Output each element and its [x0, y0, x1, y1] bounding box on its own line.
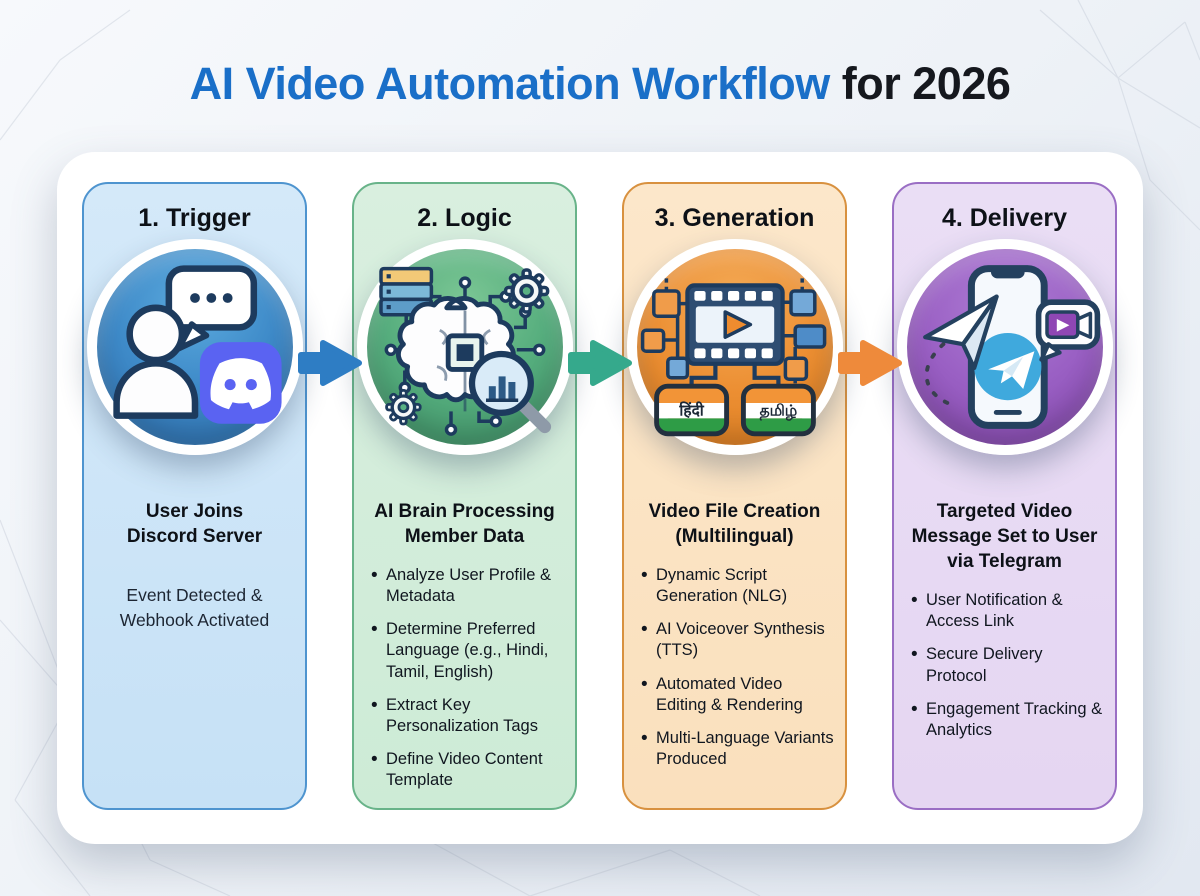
bullet-item: Multi-Language Variants Produced	[641, 727, 837, 770]
page-title-main: AI Video Automation Workflow	[189, 58, 831, 109]
telegram-icon	[973, 333, 1041, 401]
generation-circle-badge: हिंदी தமிழ்	[626, 239, 843, 455]
dashed-trail	[924, 342, 957, 408]
telegram-video-delivery-icon	[922, 265, 1100, 429]
flag-connectors	[689, 363, 780, 387]
bullet-item: Automated Video Editing & Rendering	[641, 673, 837, 716]
delivery-icon-stage	[894, 233, 1115, 487]
magnifier-chart-icon	[468, 350, 551, 434]
column-generation-header: 3. Generation	[654, 204, 815, 232]
user-icon	[112, 304, 198, 419]
hindi-flag-label: हिंदी	[678, 401, 704, 420]
flow-nodes-left-icon	[640, 278, 690, 380]
bullet-item: AI Voiceover Synthesis (TTS)	[641, 618, 837, 661]
bullet-item: Define Video Content Template	[371, 748, 567, 791]
delivery-bullet-list: User Notification & Access Link Secure D…	[894, 589, 1107, 741]
arrow-trigger-to-logic	[297, 334, 363, 392]
logic-subtitle: AI Brain Processing Member Data	[374, 501, 555, 548]
bullet-item: Extract Key Personalization Tags	[371, 694, 567, 737]
column-trigger: 1. Trigger	[82, 182, 307, 810]
column-logic-header: 2. Logic	[417, 204, 512, 232]
film-strip-icon	[684, 283, 785, 366]
tamil-flag-label: தமிழ்	[759, 403, 797, 421]
ai-brain-processing-icon	[378, 266, 551, 436]
column-delivery-header: 4. Delivery	[941, 204, 1068, 232]
arrow-logic-to-generation	[567, 334, 633, 392]
trigger-icon-stage	[84, 233, 305, 487]
generation-icon-stage: हिंदी தமிழ்	[624, 233, 845, 487]
flow-nodes-right-icon	[779, 278, 826, 392]
workflow-card: 1. Trigger	[57, 152, 1143, 844]
trigger-description: Event Detected & Webhook Activated	[119, 585, 270, 630]
tamil-flag-card-icon: தமிழ்	[740, 383, 816, 437]
page-title-suffix: for 2026	[829, 58, 1011, 109]
column-trigger-header: 1. Trigger	[138, 204, 251, 232]
play-icon	[722, 310, 752, 339]
column-generation: 3. Generation	[622, 182, 847, 810]
paper-plane-icon	[922, 294, 999, 371]
column-delivery: 4. Delivery	[892, 182, 1117, 810]
gear-icon	[503, 268, 549, 314]
column-logic: 2. Logic	[352, 182, 577, 810]
discord-icon	[199, 342, 282, 424]
bullet-item: Dynamic Script Generation (NLG)	[641, 564, 837, 607]
trigger-subtitle: User Joins Discord Server	[126, 501, 263, 548]
chat-bubble-icon	[165, 265, 257, 352]
bullet-item: Secure Delivery Protocol	[911, 643, 1107, 686]
logic-circle-badge	[356, 239, 573, 455]
generation-bullet-list: Dynamic Script Generation (NLG) AI Voice…	[624, 564, 837, 770]
gear-small-icon	[384, 388, 422, 426]
bullet-item: Analyze User Profile & Metadata	[371, 564, 567, 607]
bullet-item: Determine Preferred Language (e.g., Hind…	[371, 618, 567, 682]
hindi-flag-card-icon: हिंदी	[653, 383, 729, 437]
logic-bullet-list: Analyze User Profile & Metadata Determin…	[354, 564, 567, 791]
trigger-circle-badge	[86, 239, 303, 455]
video-message-bubble-icon	[1035, 299, 1100, 362]
arrow-generation-to-delivery	[837, 334, 903, 392]
server-stack-icon	[378, 266, 433, 327]
delivery-circle-badge	[896, 239, 1113, 455]
logic-icon-stage	[354, 233, 575, 487]
multilingual-video-creation-icon: हिंदी தமிழ்	[640, 278, 826, 437]
bullet-item: User Notification & Access Link	[911, 589, 1107, 632]
page-title: AI Video Automation Workflow for 2026	[0, 58, 1200, 110]
bullet-item: Engagement Tracking & Analytics	[911, 698, 1107, 741]
generation-subtitle: Video File Creation (Multilingual)	[648, 501, 821, 548]
chip-icon	[445, 333, 484, 372]
user-joins-discord-icon	[112, 265, 282, 424]
delivery-subtitle: Targeted Video Message Set to User via T…	[911, 501, 1098, 573]
